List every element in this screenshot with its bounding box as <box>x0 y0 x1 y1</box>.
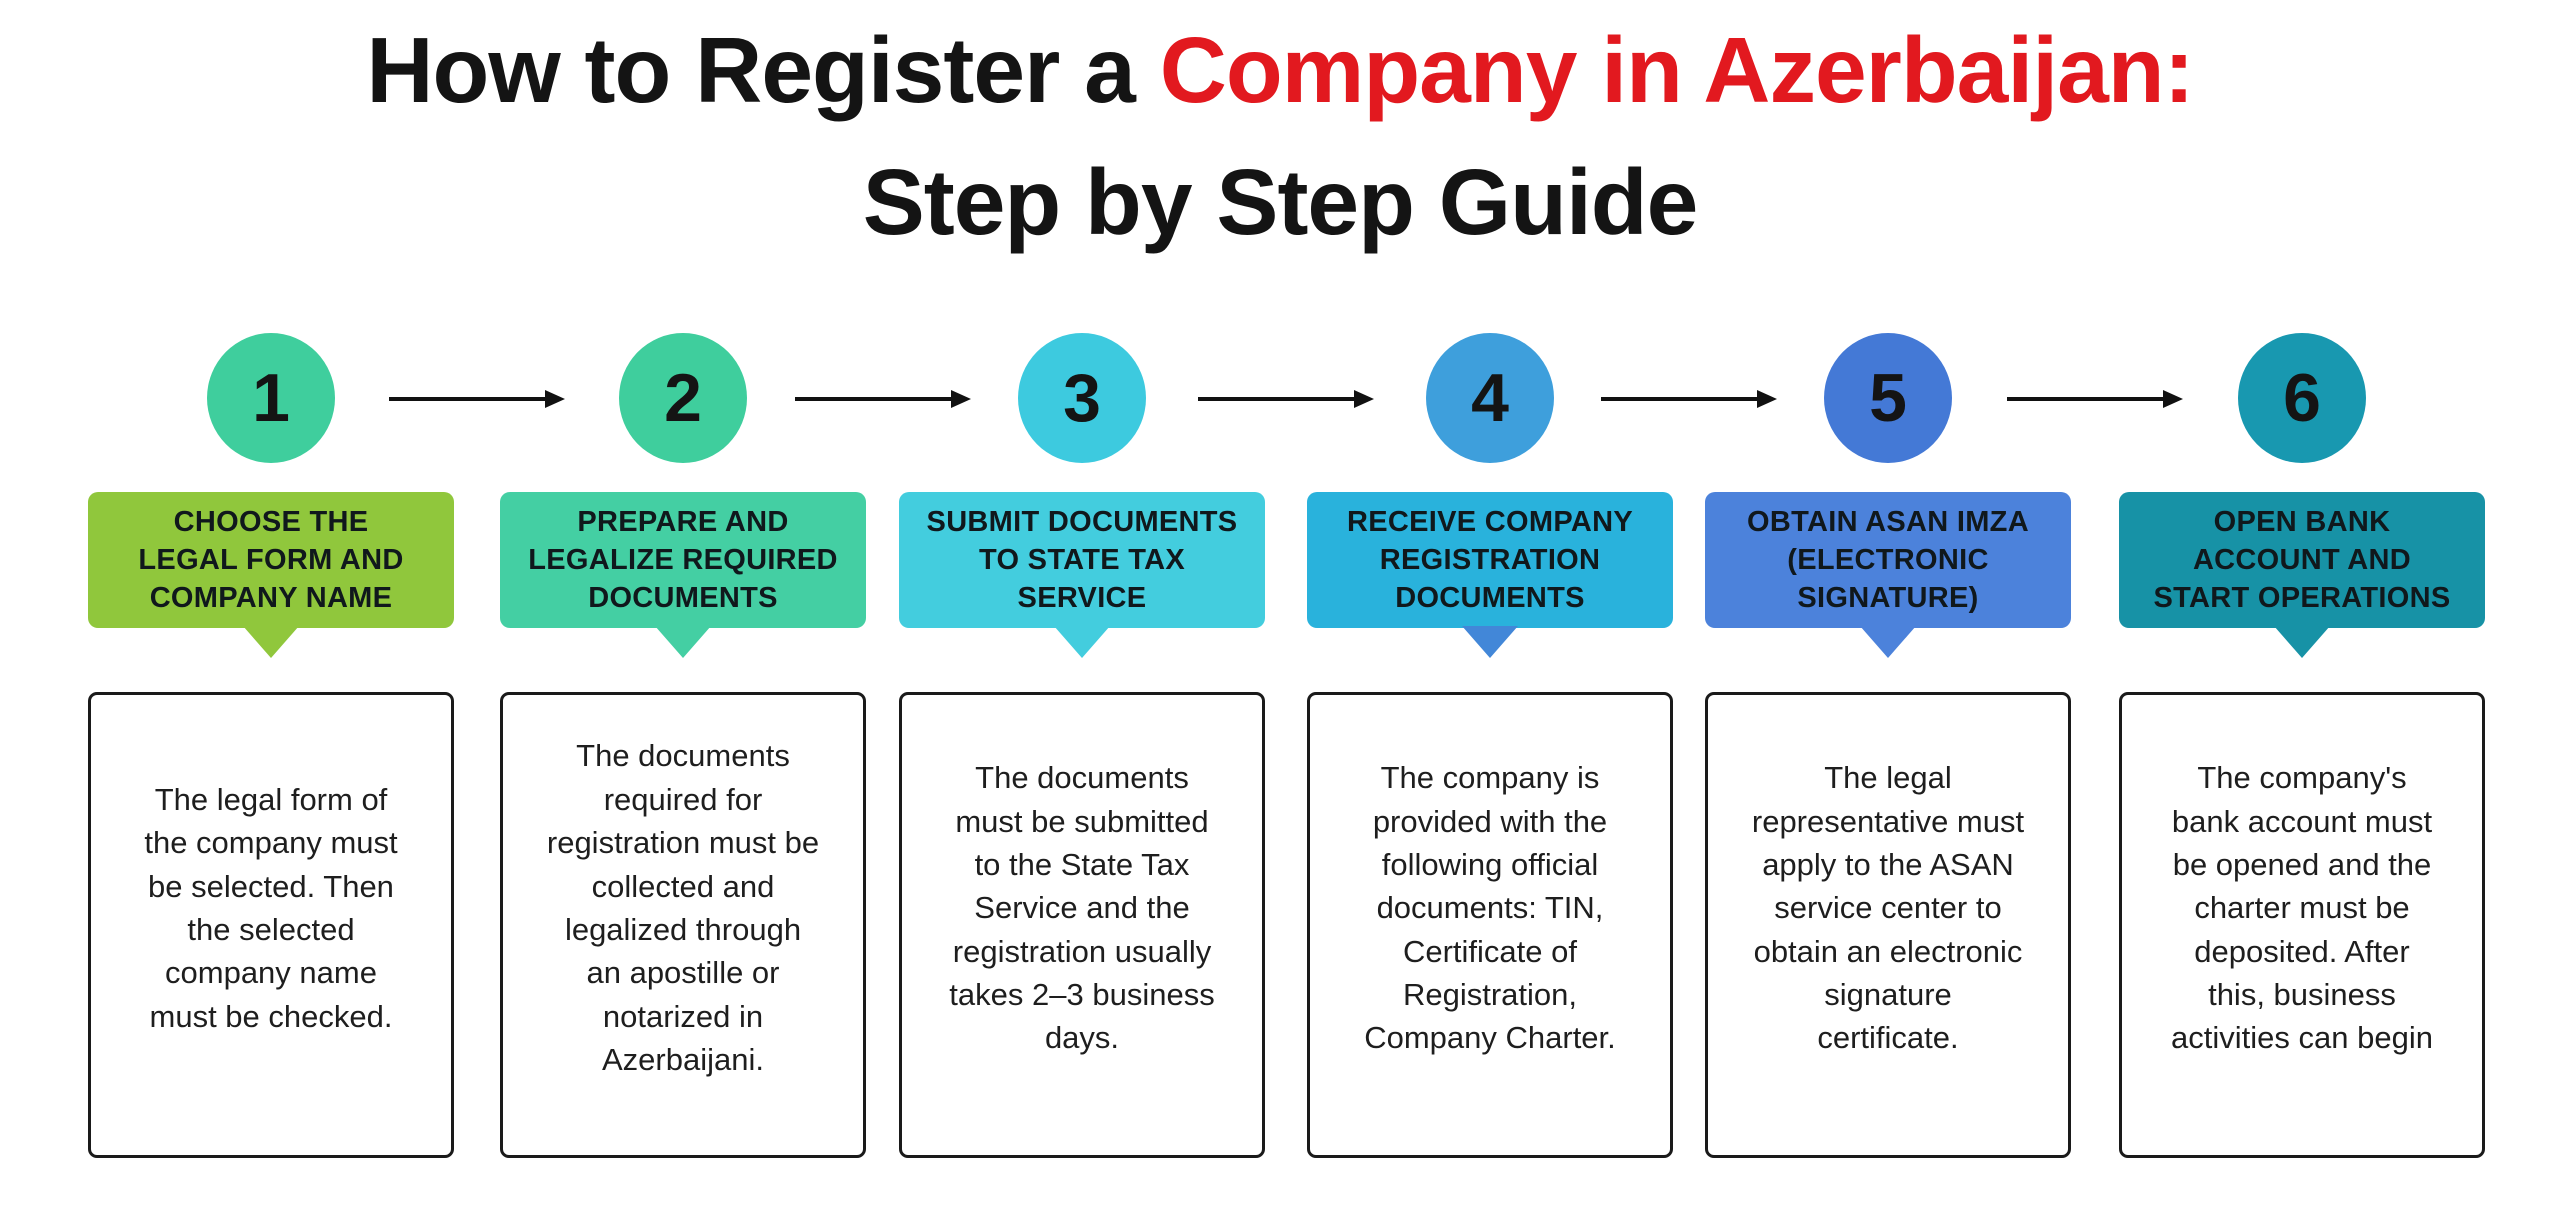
step-number: 3 <box>1063 360 1101 436</box>
arrow-icon <box>1198 390 1374 408</box>
step-circle-1: 1 <box>207 333 335 463</box>
step-circle-2: 2 <box>619 333 747 463</box>
arrow-icon <box>1601 390 1777 408</box>
step-description-3: The documents must be submitted to the S… <box>899 692 1265 1158</box>
step-column-2: 2 PREPARE AND LEGALIZE REQUIRED DOCUMENT… <box>500 0 866 1207</box>
step-label-line: DOCUMENTS <box>588 582 778 615</box>
step-column-6: 6 OPEN BANK ACCOUNT AND START OPERATIONS… <box>2119 0 2485 1207</box>
step-label-6: OPEN BANK ACCOUNT AND START OPERATIONS <box>2119 492 2485 628</box>
step-label-line: OBTAIN ASAN IMZA <box>1747 505 2029 538</box>
step-description-text: The documents required for registration … <box>546 738 820 1078</box>
step-label-pointer <box>1054 626 1110 658</box>
title-line-1: How to Register a Company in Azerbaijan: <box>0 4 2560 136</box>
step-label-line: SIGNATURE) <box>1797 582 1979 615</box>
step-description-text: The legal form of the company must be se… <box>144 781 398 1034</box>
step-label-line: CHOOSE THE <box>173 505 369 538</box>
step-column-5: 5 OBTAIN ASAN IMZA (ELECTRONIC SIGNATURE… <box>1705 0 2071 1207</box>
step-label-5: OBTAIN ASAN IMZA (ELECTRONIC SIGNATURE) <box>1705 492 2071 628</box>
step-label-2: PREPARE AND LEGALIZE REQUIRED DOCUMENTS <box>500 492 866 628</box>
title-line-1-highlight: Company in Azerbaijan: <box>1159 18 2195 122</box>
step-description-1: The legal form of the company must be se… <box>88 692 454 1158</box>
step-column-4: 4 RECEIVE COMPANY REGISTRATION DOCUMENTS… <box>1307 0 1673 1207</box>
title-line-1-black: How to Register a <box>366 18 1160 122</box>
step-label-4: RECEIVE COMPANY REGISTRATION DOCUMENTS <box>1307 492 1673 628</box>
step-description-2: The documents required for registration … <box>500 692 866 1158</box>
step-label-line: SUBMIT DOCUMENTS <box>926 505 1238 538</box>
step-number: 1 <box>252 360 290 436</box>
step-label-3: SUBMIT DOCUMENTS TO STATE TAX SERVICE <box>899 492 1265 628</box>
arrow-icon <box>389 390 565 408</box>
step-label-pointer <box>243 626 299 658</box>
step-description-text: The legal representative must apply to t… <box>1751 760 2025 1056</box>
arrow-icon <box>2007 390 2183 408</box>
step-label-pointer <box>2274 626 2330 658</box>
page-title: How to Register a Company in Azerbaijan:… <box>0 4 2560 268</box>
step-label-pointer <box>655 626 711 658</box>
step-description-text: The company is provided with the followi… <box>1364 760 1616 1056</box>
step-label-line: DOCUMENTS <box>1395 582 1585 615</box>
step-label-line: LEGALIZE REQUIRED <box>528 543 838 576</box>
step-description-text: The documents must be submitted to the S… <box>949 760 1215 1056</box>
step-circle-3: 3 <box>1018 333 1146 463</box>
step-label-line: PREPARE AND <box>577 505 789 538</box>
step-number: 2 <box>664 360 702 436</box>
step-label-line: LEGAL FORM AND <box>138 543 404 576</box>
step-label-line: OPEN BANK <box>2213 505 2391 538</box>
step-label-line: COMPANY NAME <box>149 582 393 615</box>
step-label-line: START OPERATIONS <box>2153 582 2451 615</box>
step-label-line: RECEIVE COMPANY <box>1347 505 1633 538</box>
step-description-4: The company is provided with the followi… <box>1307 692 1673 1158</box>
step-label-line: TO STATE TAX <box>978 543 1186 576</box>
step-label-1: CHOOSE THE LEGAL FORM AND COMPANY NAME <box>88 492 454 628</box>
step-description-5: The legal representative must apply to t… <box>1705 692 2071 1158</box>
step-circle-4: 4 <box>1426 333 1554 463</box>
step-column-3: 3 SUBMIT DOCUMENTS TO STATE TAX SERVICE … <box>899 0 1265 1207</box>
step-number: 4 <box>1471 360 1509 436</box>
step-column-1: 1 CHOOSE THE LEGAL FORM AND COMPANY NAME… <box>88 0 454 1207</box>
step-circle-6: 6 <box>2238 333 2366 463</box>
step-description-6: The company's bank account must be opene… <box>2119 692 2485 1158</box>
step-number: 6 <box>2283 360 2321 436</box>
step-label-pointer <box>1462 626 1518 658</box>
step-description-text: The company's bank account must be opene… <box>2171 760 2433 1056</box>
arrow-icon <box>795 390 971 408</box>
step-label-line: ACCOUNT AND <box>2192 543 2412 576</box>
title-line-2: Step by Step Guide <box>862 150 1699 255</box>
step-number: 5 <box>1869 360 1907 436</box>
step-circle-5: 5 <box>1824 333 1952 463</box>
step-label-line: REGISTRATION <box>1379 543 1601 576</box>
step-label-line: (ELECTRONIC <box>1787 543 1989 576</box>
step-label-line: SERVICE <box>1017 582 1147 615</box>
step-label-pointer <box>1860 626 1916 658</box>
